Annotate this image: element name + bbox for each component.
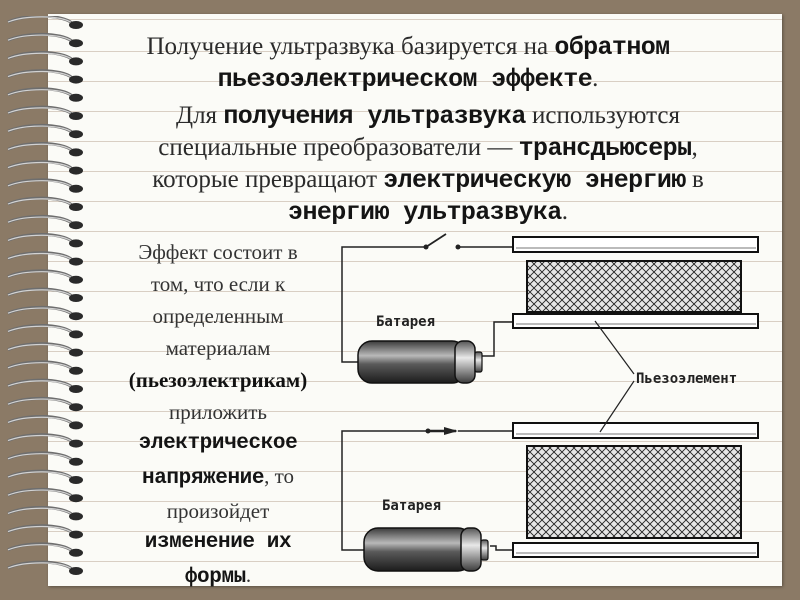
transducer-line-1: Для получения ультразвука используются: [176, 102, 680, 131]
spiral-ring: [6, 87, 85, 104]
top-electrode: [512, 422, 759, 439]
effect-line-1: Эффект состоит в: [138, 240, 298, 264]
spiral-ring: [6, 542, 85, 559]
effect-line-9: произойдет: [166, 499, 270, 523]
effect-line-4: материалам: [165, 336, 271, 360]
transducer-paragraph: Для получения ультразвука используются с…: [92, 100, 764, 228]
spiral-ring: [6, 415, 85, 431]
spiral-ring: [6, 342, 85, 359]
spiral-ring: [6, 469, 85, 486]
pointer-line: [599, 380, 635, 433]
piezo-crystal-deformed: [526, 445, 742, 539]
effect-line-2: том, что если к: [150, 272, 286, 296]
battery: [363, 527, 489, 572]
notebook-spiral-binding: [6, 16, 85, 577]
spiral-ring: [6, 69, 85, 86]
effect-line-3: определенным: [152, 304, 284, 328]
spiral-ring: [6, 378, 85, 395]
spiral-ring: [6, 32, 85, 49]
switch-contact: [423, 244, 429, 250]
spiral-ring: [6, 560, 85, 577]
spiral-ring: [6, 451, 85, 468]
spiral-ring: [6, 360, 85, 377]
intro-line-1: Получение ультразвука базируется на обра…: [146, 33, 670, 62]
intro-paragraph: Получение ультразвука базируется на обра…: [92, 31, 724, 95]
open-switch: [425, 233, 447, 248]
battery: [357, 340, 483, 384]
spiral-ring: [6, 142, 85, 158]
effect-line-10: изменение их: [144, 531, 292, 554]
spiral-ring: [6, 214, 85, 231]
spiral-ring: [6, 524, 85, 541]
piezo-element-label: Пьезоэлемент: [636, 371, 737, 387]
spiral-ring: [6, 305, 85, 322]
spiral-ring: [6, 233, 85, 249]
transducer-line-3: которые превращают электрическую энергию…: [152, 166, 704, 195]
spiral-ring: [6, 123, 85, 140]
spiral-ring: [6, 324, 85, 340]
spiral-ring: [6, 506, 85, 522]
spiral-ring: [6, 269, 85, 286]
piezo-diagram: Батарея Батарея Пьезоэлемент: [341, 233, 759, 572]
spiral-ring: [6, 287, 85, 304]
top-electrode: [512, 236, 759, 253]
spiral-ring: [6, 178, 85, 195]
pointer-line: [594, 320, 635, 375]
intro-line-2: пьезоэлектрическом эффекте.: [217, 65, 599, 94]
spiral-ring: [6, 105, 85, 122]
battery-label: Батарея: [376, 314, 435, 330]
spiral-ring: [6, 160, 85, 177]
effect-line-6: приложить: [169, 400, 267, 424]
spiral-ring: [6, 196, 85, 213]
effect-line-5: (пьезоэлектрикам): [128, 368, 308, 392]
spiral-ring: [6, 51, 85, 67]
effect-line-7: электрическое: [138, 432, 298, 455]
transducer-line-2: специальные преобразователи — трансдьюсе…: [158, 134, 698, 163]
spiral-ring: [6, 487, 85, 504]
piezo-crystal: [526, 260, 742, 313]
effect-line-8: напряжение, то: [142, 464, 294, 490]
battery-label: Батарея: [382, 498, 441, 514]
spiral-ring: [6, 433, 85, 450]
bottom-electrode: [512, 542, 759, 558]
bottom-electrode: [512, 313, 759, 329]
bottom-circuit: Батарея: [341, 422, 759, 572]
top-circuit: Батарея: [341, 233, 759, 384]
effect-description: Эффект состоит в том, что если к определ…: [102, 236, 334, 594]
transducer-line-4: энергию ультразвука.: [288, 198, 568, 227]
spiral-ring: [6, 396, 85, 413]
spiral-ring: [6, 16, 85, 31]
spiral-ring: [6, 251, 85, 268]
effect-line-11: формы.: [184, 563, 252, 589]
